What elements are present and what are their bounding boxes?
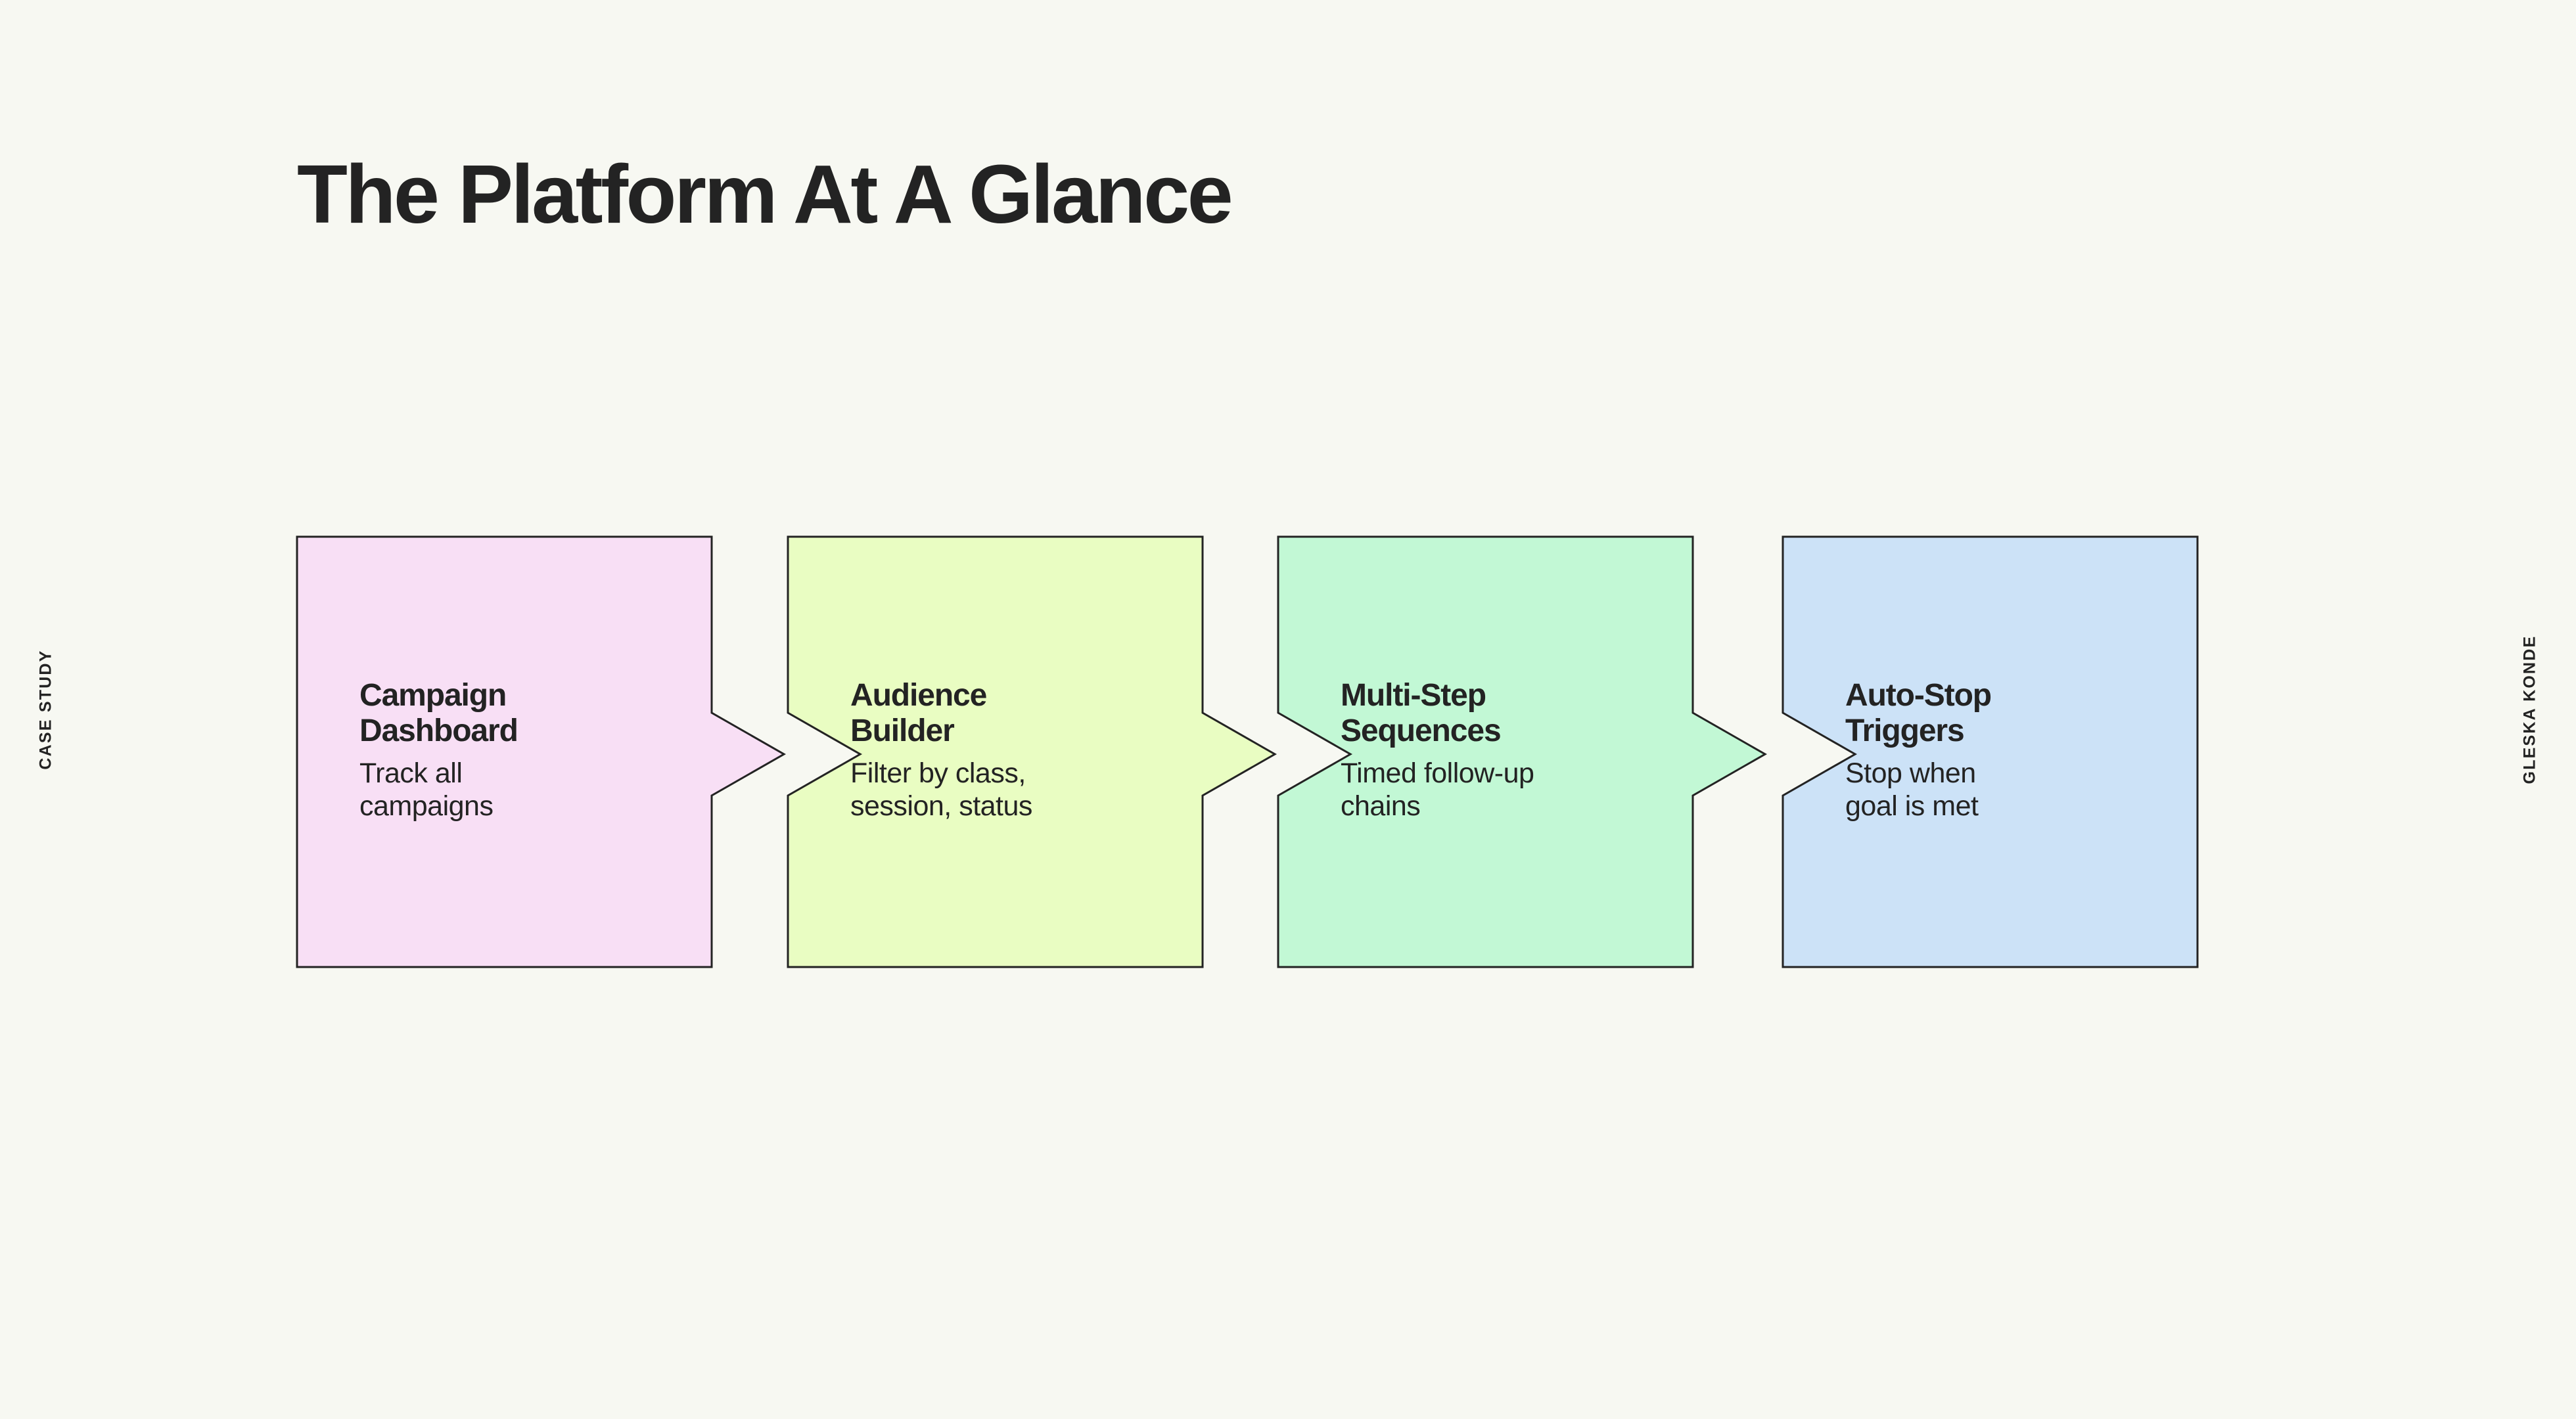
chevron-shape: [787, 535, 1277, 968]
chevron-step-description: Track all campaigns: [359, 757, 494, 822]
chevron-step-description: Timed follow-up chains: [1341, 757, 1534, 822]
chevron-outline: [1782, 535, 2199, 968]
page-title: The Platform At A Glance: [297, 148, 1233, 240]
chevron-step-description: Filter by class, session, status: [850, 757, 1032, 822]
chevron-step-title: Auto-Stop Triggers: [1845, 678, 1992, 748]
chevron-step-title: Audience Builder: [850, 678, 987, 748]
chevron-shape: [296, 535, 787, 968]
chevron-shape: [1782, 535, 2199, 968]
chevron-outline: [296, 535, 787, 968]
chevron-step-title: Campaign Dashboard: [359, 678, 518, 748]
chevron-step-description: Stop when goal is met: [1845, 757, 1979, 822]
chevron-step-title: Multi-Step Sequences: [1341, 678, 1502, 748]
chevron-outline: [787, 535, 1277, 968]
chevron-outline: [1277, 535, 1768, 968]
chevron-shape: [1277, 535, 1768, 968]
